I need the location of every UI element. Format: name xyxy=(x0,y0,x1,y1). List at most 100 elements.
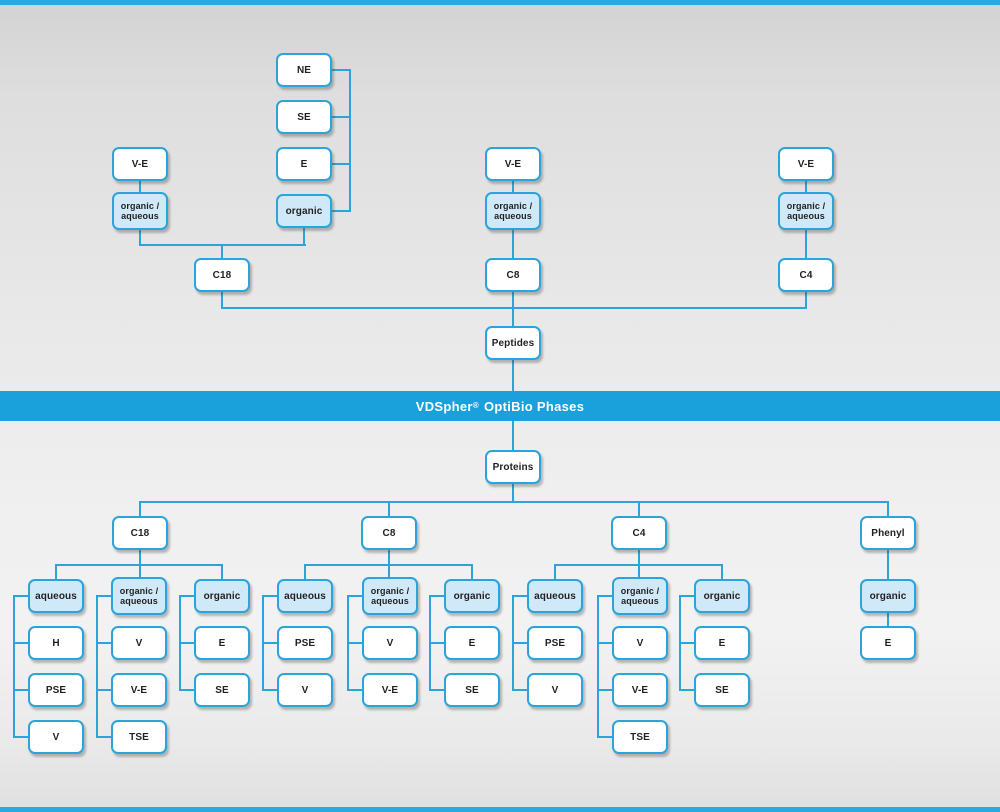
connector-line xyxy=(597,595,599,738)
connector-line xyxy=(554,564,556,580)
connector-line xyxy=(262,689,279,691)
banner-brand: VDSpher xyxy=(415,398,473,414)
connector-line xyxy=(139,501,141,517)
node-prot-phenyl: Phenyl xyxy=(860,516,916,550)
connector-line xyxy=(597,642,614,644)
node-prot-c18-oa-ve: V-E xyxy=(111,673,167,707)
connector-line xyxy=(347,642,364,644)
connector-line xyxy=(96,595,113,597)
connector-line xyxy=(262,595,279,597)
node-prot-c4-org-se: SE xyxy=(694,673,750,707)
node-prot-c18: C18 xyxy=(112,516,168,550)
node-prot-c8-oa-v: V xyxy=(362,626,418,660)
title-banner: VDSpher®OptiBio Phases xyxy=(0,391,1000,421)
connector-line xyxy=(331,69,351,71)
connector-line xyxy=(304,564,306,580)
connector-line xyxy=(221,244,223,259)
connector-line xyxy=(554,564,723,566)
connector-line xyxy=(597,595,614,597)
node-prot-c4-mode-organic: organic xyxy=(694,579,750,613)
node-prot-c8-mode-aqueous: aqueous xyxy=(277,579,333,613)
connector-line xyxy=(512,180,514,194)
connector-line xyxy=(347,595,364,597)
connector-line xyxy=(388,501,390,517)
node-pep-c4-mode-organic-aqueous: organic / aqueous xyxy=(778,192,834,230)
connector-line xyxy=(13,595,15,738)
node-prot-c18-mode-organic-aqueous: organic / aqueous xyxy=(111,577,167,615)
connector-line xyxy=(887,501,889,517)
connector-line xyxy=(221,291,223,309)
connector-line xyxy=(512,291,514,327)
connector-line xyxy=(597,736,614,738)
node-peptides-root: Peptides xyxy=(485,326,541,360)
connector-line xyxy=(805,291,807,309)
connector-line xyxy=(429,595,446,597)
node-prot-c18-mode-organic: organic xyxy=(194,579,250,613)
connector-line xyxy=(638,501,640,517)
connector-line xyxy=(13,736,30,738)
connector-line xyxy=(179,689,196,691)
connector-line xyxy=(347,689,364,691)
node-pep-c18-organic-e: E xyxy=(276,147,332,181)
node-prot-c4-aq-v: V xyxy=(527,673,583,707)
connector-line xyxy=(13,595,30,597)
connector-line xyxy=(887,549,889,580)
node-prot-c18-aq-h: H xyxy=(28,626,84,660)
connector-line xyxy=(179,595,196,597)
connector-line xyxy=(179,642,196,644)
node-prot-c8-mode-organic-aqueous: organic / aqueous xyxy=(362,577,418,615)
connector-line xyxy=(721,564,723,580)
connector-line xyxy=(805,180,807,194)
node-proteins-root: Proteins xyxy=(485,450,541,484)
connector-line xyxy=(512,689,529,691)
connector-line xyxy=(221,307,807,309)
node-prot-c8-org-se: SE xyxy=(444,673,500,707)
node-prot-c4-oa-ve: V-E xyxy=(612,673,668,707)
connector-line xyxy=(96,595,98,738)
connector-line xyxy=(331,116,351,118)
node-prot-phenyl-org-e: E xyxy=(860,626,916,660)
node-prot-c18-aq-v: V xyxy=(28,720,84,754)
connector-line xyxy=(55,564,223,566)
connector-line xyxy=(679,595,696,597)
node-pep-c18-mode-organic: organic xyxy=(276,194,332,228)
node-prot-c8-aq-v: V xyxy=(277,673,333,707)
connector-line xyxy=(331,210,351,212)
node-pep-c18-mode-organic-aqueous: organic / aqueous xyxy=(112,192,168,230)
node-prot-c18-mode-aqueous: aqueous xyxy=(28,579,84,613)
node-prot-c8-aq-pse: PSE xyxy=(277,626,333,660)
node-prot-c18-org-e: E xyxy=(194,626,250,660)
connector-line xyxy=(512,420,514,451)
connector-line xyxy=(349,70,351,211)
node-prot-c4-oa-tse: TSE xyxy=(612,720,668,754)
connector-line xyxy=(679,642,696,644)
node-prot-c18-oa-tse: TSE xyxy=(111,720,167,754)
connector-line xyxy=(304,564,473,566)
connector-line xyxy=(597,689,614,691)
node-prot-c4-org-e: E xyxy=(694,626,750,660)
node-pep-c18-organic-se: SE xyxy=(276,100,332,134)
connector-line xyxy=(96,689,113,691)
node-prot-c8: C8 xyxy=(361,516,417,550)
connector-line xyxy=(13,642,30,644)
connector-line xyxy=(96,642,113,644)
node-prot-c4-mode-organic-aqueous: organic / aqueous xyxy=(612,577,668,615)
connector-line xyxy=(221,564,223,580)
connector-line xyxy=(512,595,529,597)
connector-line xyxy=(96,736,113,738)
node-pep-c8-mode-organic-aqueous: organic / aqueous xyxy=(485,192,541,230)
node-prot-c4-aq-pse: PSE xyxy=(527,626,583,660)
connector-line xyxy=(331,163,351,165)
connector-line xyxy=(139,180,141,194)
node-pep-c8: C8 xyxy=(485,258,541,292)
node-pep-c18: C18 xyxy=(194,258,250,292)
connector-line xyxy=(388,549,390,578)
connector-line xyxy=(139,501,889,503)
node-pep-c4-ve: V-E xyxy=(778,147,834,181)
node-pep-c4: C4 xyxy=(778,258,834,292)
connector-line xyxy=(262,642,279,644)
node-pep-c8-ve: V-E xyxy=(485,147,541,181)
node-prot-phenyl-mode-organic: organic xyxy=(860,579,916,613)
node-prot-c8-org-e: E xyxy=(444,626,500,660)
connector-line xyxy=(512,360,514,392)
